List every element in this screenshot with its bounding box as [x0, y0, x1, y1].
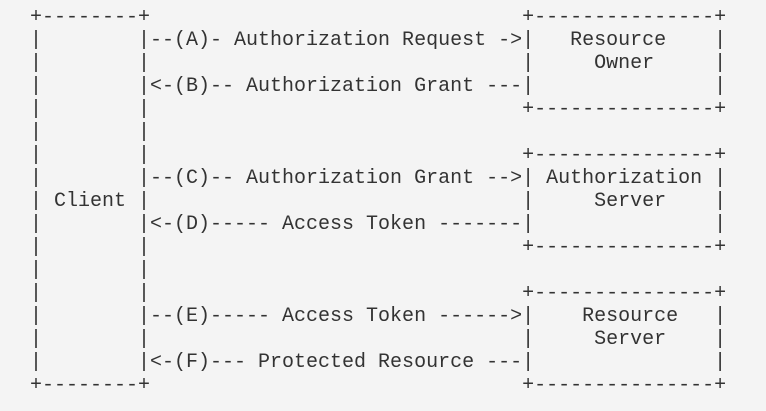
diagram-line-top-borders: +--------+ +---------------+	[30, 6, 727, 29]
diagram-line-bottom-borders: +--------+ +---------------+	[30, 374, 727, 397]
diagram-line-step-b: | |<-(B)-- Authorization Grant ---| |	[30, 75, 727, 98]
diagram-line-spacer: | |	[30, 259, 151, 282]
diagram-line-spacer: | |	[30, 121, 151, 144]
oauth-flow-ascii-diagram: +--------+ +---------------+| |--(A)- Au…	[30, 6, 727, 397]
diagram-line-step-d: | |<-(D)----- Access Token -------| |	[30, 213, 727, 236]
diagram-line-step-e: | |--(E)----- Access Token ------>| Reso…	[30, 305, 727, 328]
diagram-line-resource-server: | | | Server |	[30, 328, 727, 351]
diagram-line-client-auth-server: | Client | | Server |	[30, 190, 727, 213]
diagram-line-resource-owner: | | | Owner |	[30, 52, 727, 75]
diagram-line-border: | | +---------------+	[30, 282, 727, 305]
diagram-line-border: | | +---------------+	[30, 236, 727, 259]
diagram-line-step-f: | |<-(F)--- Protected Resource ---| |	[30, 351, 727, 374]
diagram-line-border: | | +---------------+	[30, 144, 727, 167]
diagram-line-step-c: | |--(C)-- Authorization Grant -->| Auth…	[30, 167, 727, 190]
diagram-line-step-a: | |--(A)- Authorization Request ->| Reso…	[30, 29, 727, 52]
diagram-line-border: | | +---------------+	[30, 98, 727, 121]
